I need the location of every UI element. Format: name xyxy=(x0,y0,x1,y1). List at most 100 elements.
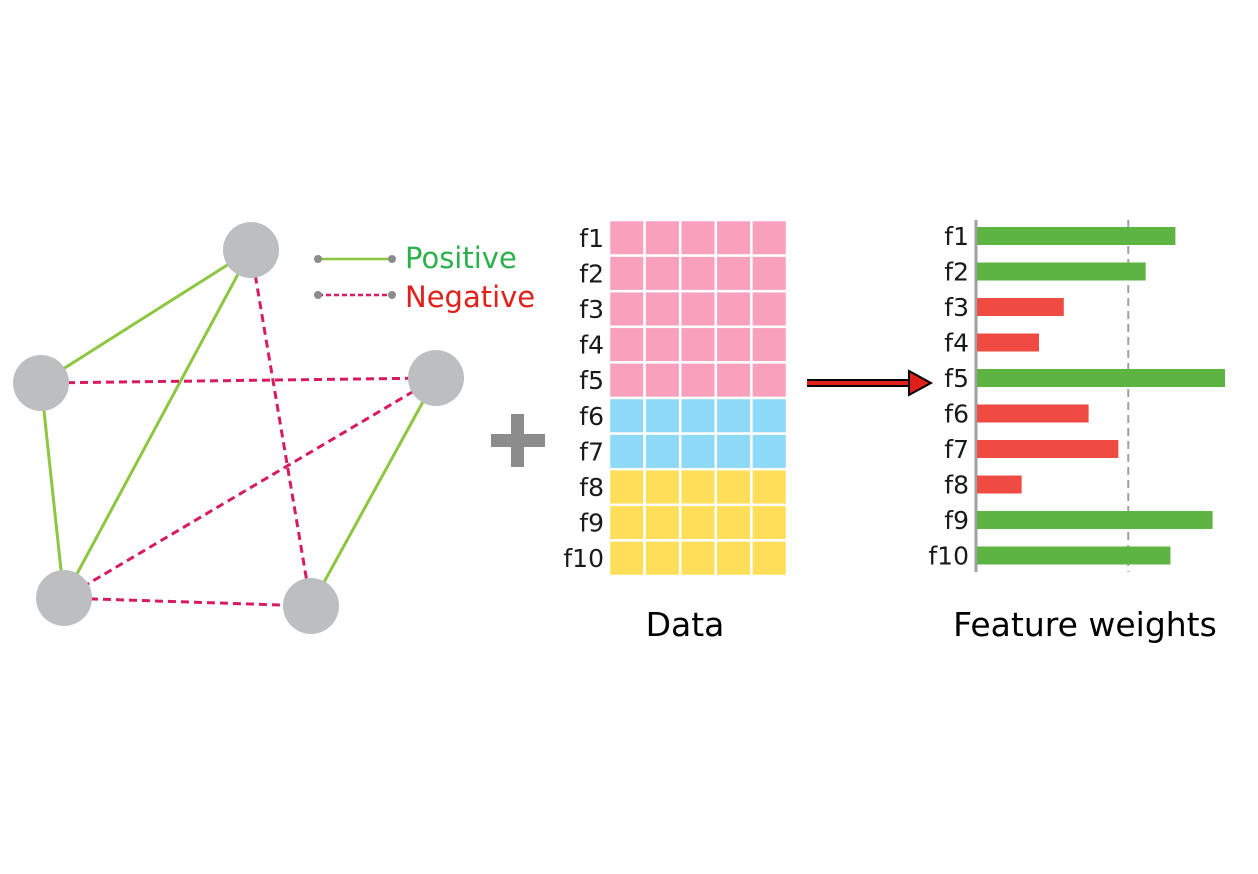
data-cell xyxy=(678,539,718,578)
data-cell xyxy=(750,432,789,471)
data-cell xyxy=(714,396,753,435)
negative-edge xyxy=(40,376,437,385)
weight-feature-label: f5 xyxy=(944,364,969,393)
data-cell xyxy=(643,467,682,507)
weight-bar xyxy=(977,511,1213,529)
data-cell xyxy=(678,361,718,400)
data-cell xyxy=(607,503,646,542)
legend-dot xyxy=(388,255,396,263)
data-feature-label: f7 xyxy=(579,437,604,466)
legend-dot xyxy=(314,291,322,299)
data-cell xyxy=(750,218,789,257)
legend-dot xyxy=(314,255,322,263)
weight-bar xyxy=(977,440,1119,458)
data-cell xyxy=(678,254,718,293)
data-cell xyxy=(678,432,718,471)
data-cell xyxy=(678,467,718,507)
weight-feature-label: f10 xyxy=(928,542,969,571)
data-cell xyxy=(714,361,753,400)
positive-edge xyxy=(39,382,66,599)
weight-feature-label: f6 xyxy=(944,400,969,429)
data-cell xyxy=(750,361,789,400)
data-feature-label: f6 xyxy=(579,402,604,431)
weight-bar xyxy=(977,475,1022,494)
data-feature-label: f1 xyxy=(579,224,604,253)
legend-dot xyxy=(388,291,396,299)
data-cell xyxy=(643,396,682,435)
data-cell xyxy=(750,467,789,507)
data-cell xyxy=(750,254,789,293)
data-cell xyxy=(750,396,789,435)
data-cell xyxy=(714,218,753,257)
data-cell xyxy=(678,218,718,257)
data-feature-label: f10 xyxy=(563,544,604,573)
weight-bar xyxy=(977,404,1089,423)
negative-edge xyxy=(249,249,313,607)
edge-legend: Positive Negative xyxy=(314,241,535,314)
data-cell xyxy=(643,289,682,329)
data-cell xyxy=(607,539,646,578)
negative-edge xyxy=(63,596,312,608)
graph-node xyxy=(13,355,69,411)
data-cell xyxy=(643,218,682,257)
data-cell xyxy=(678,396,718,435)
data-cell xyxy=(607,432,646,471)
data-cell xyxy=(643,503,682,542)
graph-node xyxy=(408,350,464,406)
data-caption: Data xyxy=(646,605,725,644)
weight-feature-label: f8 xyxy=(944,471,969,500)
weight-feature-label: f2 xyxy=(944,258,969,287)
data-cell xyxy=(714,467,753,507)
feature-weights-chart: f1 f2 f3 f4 f5 f6 f7 f8 f9 f10 Feature weights xyxy=(928,220,1225,644)
negative-edge xyxy=(63,376,437,600)
weight-bar xyxy=(977,333,1039,352)
weight-bars xyxy=(977,227,1225,565)
weight-feature-label: f7 xyxy=(944,435,969,464)
weight-bar xyxy=(977,227,1176,245)
data-cell xyxy=(678,503,718,542)
data-cell xyxy=(607,361,646,400)
network-graph xyxy=(13,222,464,634)
data-cell xyxy=(643,254,682,293)
data-cell xyxy=(714,503,753,542)
weight-feature-label: f3 xyxy=(944,293,969,322)
graph-node xyxy=(283,578,339,634)
data-cell xyxy=(643,325,682,364)
data-cell xyxy=(607,218,646,257)
data-cell xyxy=(607,325,646,364)
weight-feature-label: f9 xyxy=(944,506,969,535)
data-feature-label: f3 xyxy=(579,295,604,324)
data-cell xyxy=(678,325,718,364)
data-cell xyxy=(714,325,753,364)
data-cell xyxy=(750,539,789,578)
weight-feature-label: f1 xyxy=(944,222,969,251)
weight-feature-label: f4 xyxy=(944,329,969,358)
data-feature-label: f8 xyxy=(579,473,604,502)
data-feature-label: f2 xyxy=(579,259,604,288)
plus-icon xyxy=(491,414,545,467)
data-cell xyxy=(607,396,646,435)
data-cells xyxy=(607,218,789,578)
data-cell xyxy=(607,467,646,507)
weight-bar xyxy=(977,546,1171,565)
data-feature-label: f4 xyxy=(579,331,604,360)
positive-edge xyxy=(62,249,253,599)
data-cell xyxy=(607,289,646,329)
weights-caption: Feature weights xyxy=(953,605,1217,644)
data-cell xyxy=(643,539,682,578)
arrow-right-icon xyxy=(807,369,934,397)
data-cell xyxy=(750,325,789,364)
data-cell xyxy=(678,289,718,329)
data-cell xyxy=(714,539,753,578)
data-cell xyxy=(714,432,753,471)
data-feature-label: f5 xyxy=(579,366,604,395)
graph-node xyxy=(36,570,92,626)
data-cell xyxy=(643,432,682,471)
data-cell xyxy=(714,254,753,293)
data-cell xyxy=(643,361,682,400)
data-cell xyxy=(607,254,646,293)
positive-edge xyxy=(40,248,252,385)
